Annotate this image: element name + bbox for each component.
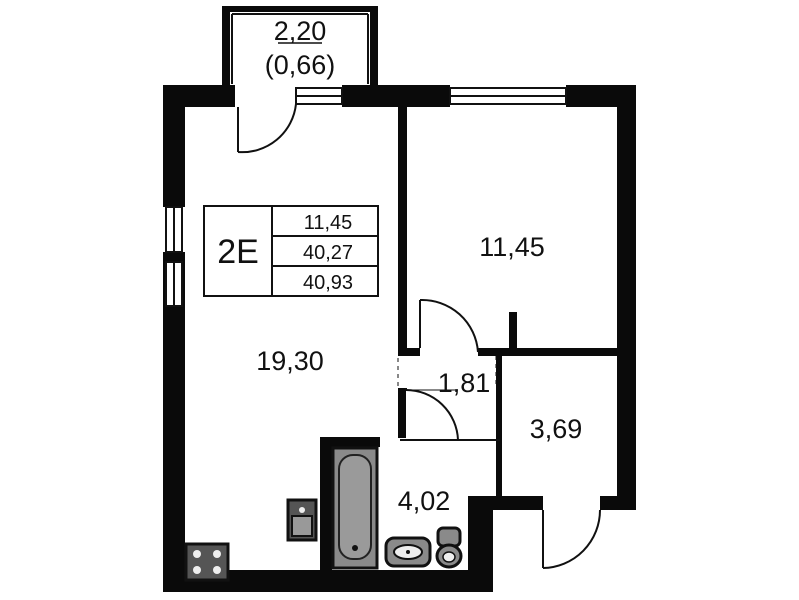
bathroom-area-label: 4,02 (398, 486, 451, 516)
area-total-with-balcony: 40,93 (303, 272, 353, 294)
balcony-area-label: 2,20 (274, 16, 327, 46)
apartment-type: 2E (217, 233, 259, 271)
windows (165, 87, 567, 307)
washbasin-icon (384, 536, 432, 568)
area-living: 11,45 (304, 212, 353, 234)
fixtures (184, 446, 463, 582)
stove-icon (184, 542, 230, 582)
area-total: 40,27 (303, 242, 353, 264)
doors (237, 103, 601, 569)
interior-walls (397, 107, 624, 498)
balcony (222, 6, 378, 90)
apartment-summary: 2E 11,45 40,27 40,93 (203, 205, 379, 297)
storage-area-label: 3,69 (530, 414, 583, 444)
living-room-area-label: 19,30 (256, 346, 324, 376)
kitchen-sink-icon (286, 498, 318, 542)
hall-area-label: 1,81 (438, 368, 491, 398)
balcony-reduced-area-label: (0,66) (265, 50, 336, 80)
bedroom-area-label: 11,45 (479, 232, 545, 262)
toilet-icon (435, 526, 463, 569)
